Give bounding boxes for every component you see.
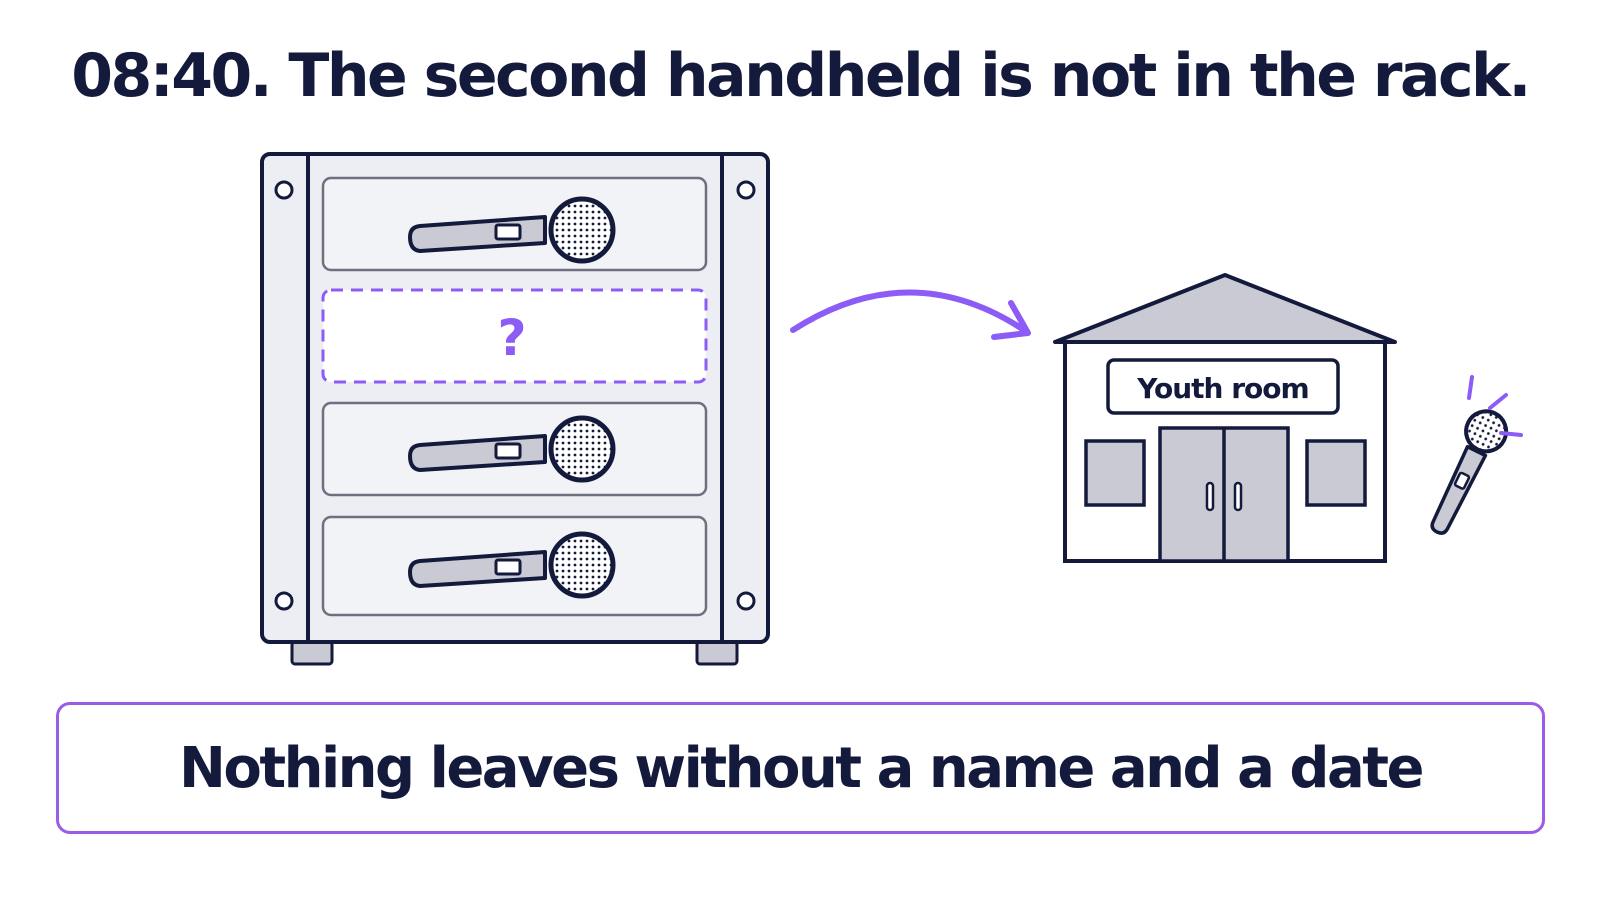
sparkle-line — [1467, 375, 1474, 400]
missing-microphone-icon — [1430, 375, 1523, 535]
arrow-icon — [790, 289, 1031, 340]
window — [1084, 439, 1146, 507]
rack-screw — [274, 180, 294, 200]
building-sign-text: Youth room — [1136, 372, 1308, 405]
window — [1305, 439, 1367, 507]
rack-screw — [736, 591, 756, 611]
building-icon: Youth room — [1053, 273, 1397, 563]
rack-screw — [274, 591, 294, 611]
rack-icon: ? — [260, 152, 770, 666]
headline: 08:40. The second handheld is not in the… — [71, 41, 1531, 111]
rule-text: Nothing leaves without a name and a date — [179, 735, 1425, 801]
building-roof — [1053, 273, 1397, 344]
sparkle-line — [1488, 393, 1508, 410]
empty-rack-slot — [321, 288, 708, 384]
sparkle-line — [1499, 431, 1523, 437]
rack-screw — [736, 180, 756, 200]
building-sign — [1106, 358, 1340, 415]
rule-banner: Nothing leaves without a name and a date — [56, 702, 1545, 834]
question-mark-icon: ? — [497, 309, 526, 367]
